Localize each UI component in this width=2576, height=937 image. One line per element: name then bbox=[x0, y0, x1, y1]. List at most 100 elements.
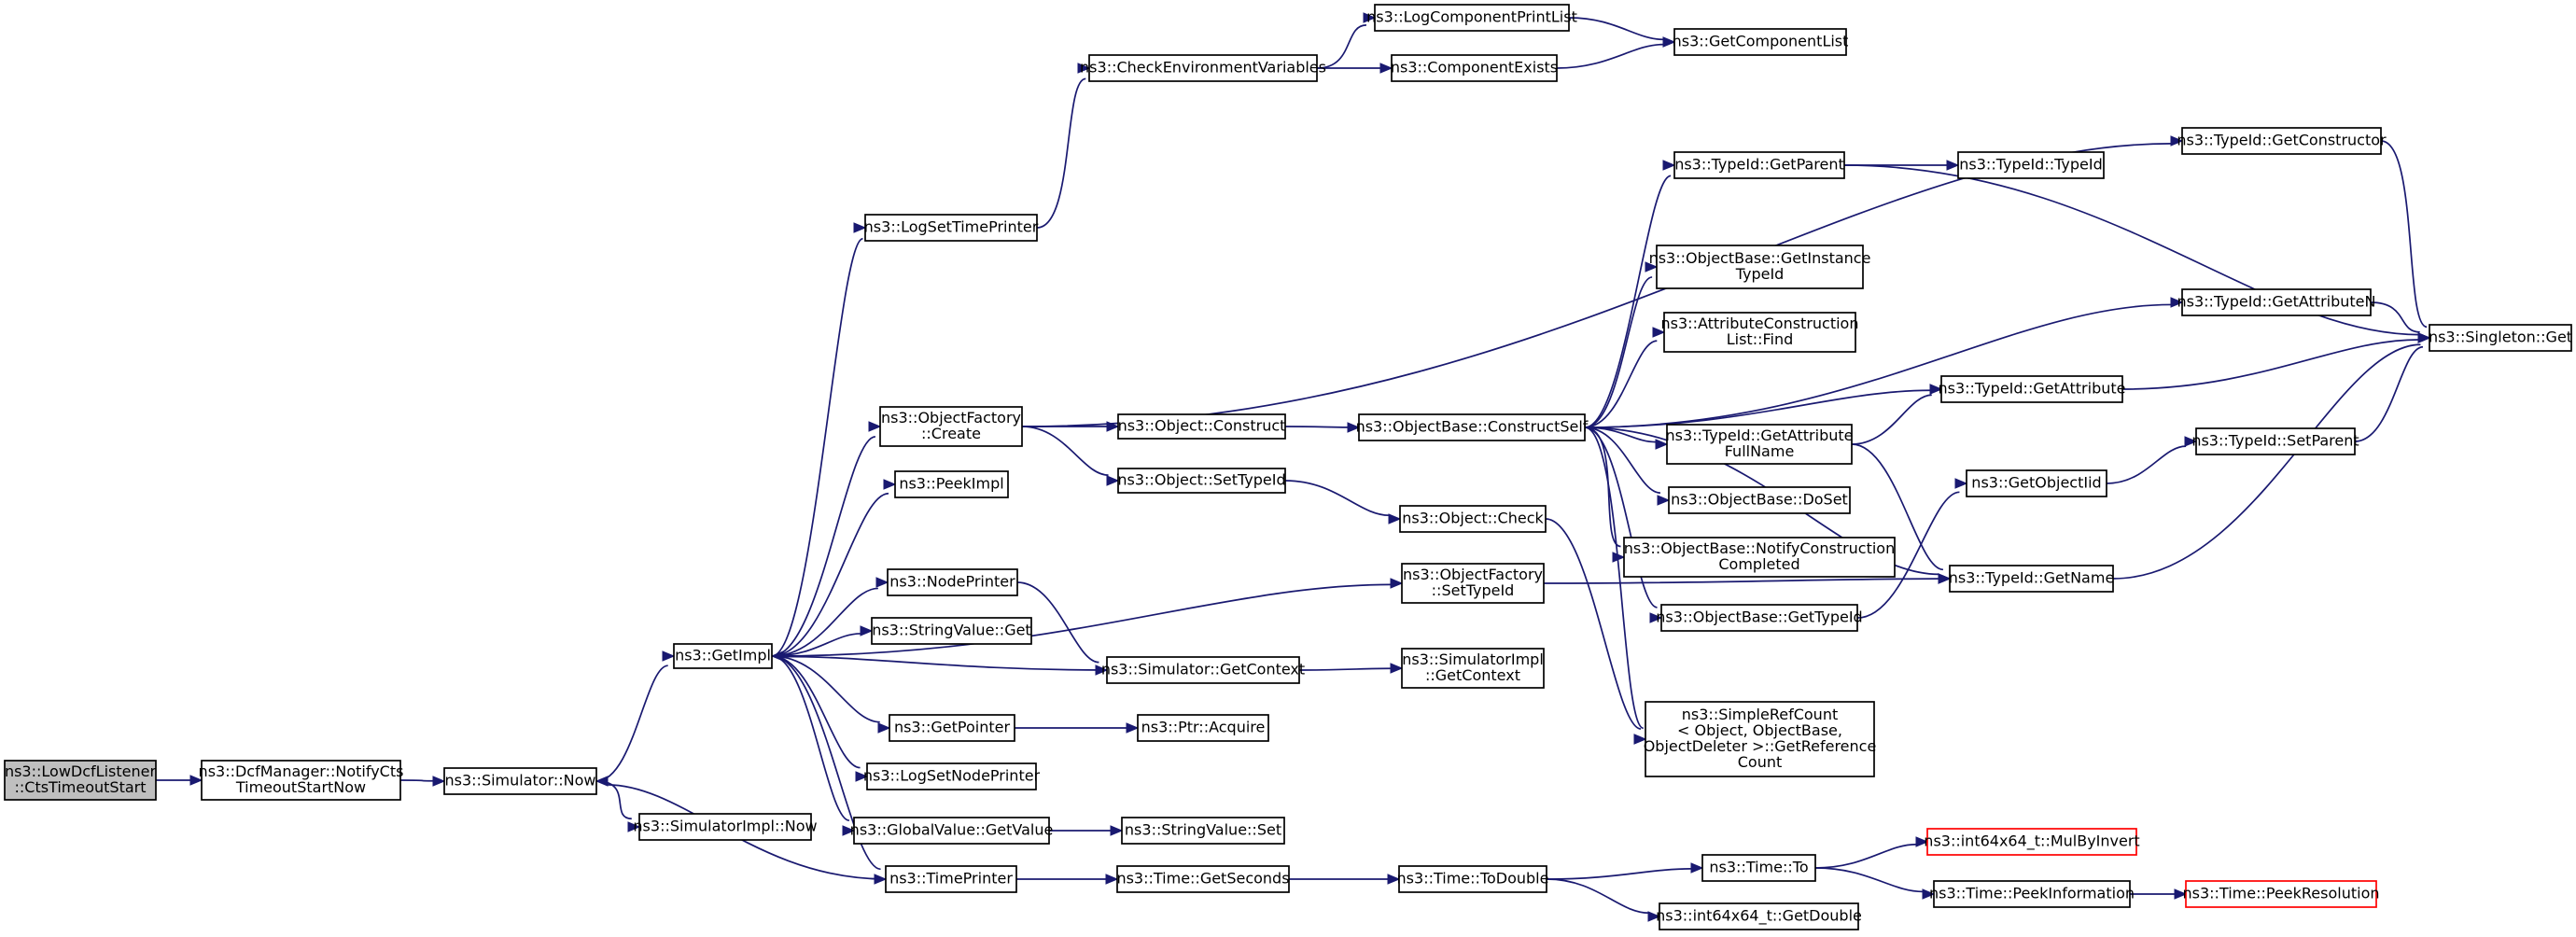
edge-objconstruct-to-objbasecs bbox=[1284, 422, 1361, 433]
node-box bbox=[885, 865, 1017, 893]
node-simplerefcount[interactable]: ns3::SimpleRefCount< Object, ObjectBase,… bbox=[1644, 701, 1877, 777]
node-dcf[interactable]: ns3::DcfManager::NotifyCtsTimeoutStartNo… bbox=[199, 760, 404, 801]
edge-objbasecs-to-tidgetattr bbox=[1584, 384, 1943, 428]
node-box bbox=[1399, 505, 1547, 533]
node-label: ns3::ObjectFactory bbox=[881, 409, 1021, 427]
node-label: ns3::LowDcfListener bbox=[5, 762, 156, 780]
node-tidgetattrn[interactable]: ns3::TypeId::GetAttributeN bbox=[2177, 288, 2376, 316]
node-box bbox=[1666, 424, 1853, 465]
node-int64getdouble[interactable]: ns3::int64x64_t::GetDouble bbox=[1656, 902, 1862, 930]
node-simimplnow[interactable]: ns3::SimulatorImpl::Now bbox=[633, 813, 818, 841]
node-tidgetctor[interactable]: ns3::TypeId::GetConstructor bbox=[2177, 127, 2387, 155]
node-box bbox=[1117, 468, 1286, 494]
edge-nodeprinter-to-simgetctx bbox=[1016, 581, 1109, 676]
node-timepeekinfo[interactable]: ns3::Time::PeekInformation bbox=[1929, 880, 2135, 908]
edge-getimpl-to-peekimpl bbox=[771, 479, 897, 657]
node-timetodouble[interactable]: ns3::Time::ToDouble bbox=[1397, 865, 1549, 893]
node-logsetnode[interactable]: ns3::LogSetNodePrinter bbox=[863, 762, 1041, 790]
node-label: ns3::NodePrinter bbox=[889, 573, 1015, 591]
edge-compexists-to-getcomplist bbox=[1556, 36, 1676, 69]
node-compexists[interactable]: ns3::ComponentExists bbox=[1391, 54, 1558, 82]
node-objcheck[interactable]: ns3::Object::Check bbox=[1399, 505, 1547, 533]
node-ptracquire[interactable]: ns3::Ptr::Acquire bbox=[1137, 714, 1269, 742]
node-getimpl[interactable]: ns3::GetImpl bbox=[673, 643, 773, 669]
node-label: TimeoutStartNow bbox=[235, 778, 366, 796]
node-label: List::Find bbox=[1727, 330, 1794, 348]
node-getobjectiid[interactable]: ns3::GetObjectIid bbox=[1966, 469, 2107, 497]
node-box bbox=[4, 760, 157, 801]
node-box bbox=[1137, 714, 1269, 742]
node-tidgetattr[interactable]: ns3::TypeId::GetAttribute bbox=[1938, 375, 2126, 403]
node-checkenv[interactable]: ns3::CheckEnvironmentVariables bbox=[1080, 54, 1326, 82]
node-getpointer[interactable]: ns3::GetPointer bbox=[889, 714, 1015, 742]
node-label: ns3::StringValue::Get bbox=[872, 622, 1030, 639]
edge-objbasecs-to-objbasegetinst bbox=[1584, 261, 1659, 428]
node-globalval[interactable]: ns3::GlobalValue::GetValue bbox=[850, 817, 1054, 845]
edge-getimpl-to-nodeprinter bbox=[771, 577, 889, 657]
node-strvalset[interactable]: ns3::StringValue::Set bbox=[1121, 817, 1285, 845]
edge-getimpl-to-objfactcreate bbox=[771, 421, 882, 657]
node-box bbox=[2181, 127, 2382, 155]
node-box bbox=[871, 617, 1032, 645]
node-simimplgetctx[interactable]: ns3::SimulatorImpl::GetContext bbox=[1401, 648, 1545, 689]
node-nodeprinter[interactable]: ns3::NodePrinter bbox=[887, 568, 1018, 596]
node-label: ns3::ObjectBase::NotifyConstruction bbox=[1624, 539, 1895, 557]
node-tidtypeid[interactable]: ns3::TypeId::TypeId bbox=[1957, 151, 2105, 179]
node-box bbox=[1623, 537, 1896, 578]
node-tidsetparent[interactable]: ns3::TypeId::SetParent bbox=[2191, 427, 2359, 455]
node-tidgetparent[interactable]: ns3::TypeId::GetParent bbox=[1673, 151, 1845, 179]
node-box bbox=[2185, 880, 2377, 908]
edge-objbasegettid-to-getobjectiid bbox=[1856, 478, 1968, 619]
node-cts[interactable]: ns3::LowDcfListener::CtsTimeoutStart bbox=[4, 760, 157, 801]
node-int64mulbyinv[interactable]: ns3::int64x64_t::MulByInvert bbox=[1924, 828, 2140, 856]
node-objfactcreate[interactable]: ns3::ObjectFactory::Create bbox=[879, 406, 1023, 447]
node-logsettime[interactable]: ns3::LogSetTimePrinter bbox=[864, 214, 1039, 242]
node-label: ns3::ObjectFactory bbox=[1403, 566, 1543, 583]
node-objsettypeid[interactable]: ns3::Object::SetTypeId bbox=[1117, 468, 1286, 494]
node-timegetsec[interactable]: ns3::Time::GetSeconds bbox=[1116, 865, 1290, 893]
node-objbasedoset[interactable]: ns3::ObjectBase::DoSet bbox=[1668, 486, 1851, 514]
edge-timeto-to-int64mulbyinv bbox=[1814, 836, 1929, 869]
node-box bbox=[1117, 413, 1286, 440]
node-timeprinter[interactable]: ns3::TimePrinter bbox=[885, 865, 1017, 893]
node-simgetctx[interactable]: ns3::Simulator::GetContext bbox=[1101, 656, 1305, 684]
node-label: ns3::TypeId::TypeId bbox=[1959, 156, 2102, 174]
node-singletonget[interactable]: ns3::Singleton::Get bbox=[2429, 324, 2572, 352]
node-label: TypeId bbox=[1735, 265, 1785, 283]
edge-timetodouble-to-timeto bbox=[1546, 862, 1704, 880]
node-timepeekres[interactable]: ns3::Time::PeekResolution bbox=[2182, 880, 2380, 908]
edge-timetodouble-to-int64getdouble bbox=[1546, 878, 1661, 922]
node-getcomplist[interactable]: ns3::GetComponentList bbox=[1673, 28, 1849, 56]
node-box bbox=[889, 714, 1015, 742]
node-objbasenotify[interactable]: ns3::ObjectBase::NotifyConstructionCompl… bbox=[1623, 537, 1896, 578]
node-simnow[interactable]: ns3::Simulator::Now bbox=[443, 767, 597, 795]
edge-tidsetparent-to-singletonget bbox=[2354, 332, 2431, 442]
node-box bbox=[853, 817, 1050, 845]
node-label: ns3::GetObjectIid bbox=[1971, 474, 2101, 492]
node-box bbox=[1391, 54, 1558, 82]
node-objbasegettid[interactable]: ns3::ObjectBase::GetTypeId bbox=[1656, 604, 1863, 632]
edge-getobjectiid-to-tidsetparent bbox=[2106, 436, 2198, 484]
node-label: ns3::SimulatorImpl::Now bbox=[633, 818, 817, 835]
node-label: ns3::TypeId::GetAttributeN bbox=[2177, 293, 2376, 311]
edge-timeprinter-to-timegetsec bbox=[1016, 874, 1119, 885]
node-objfactsettid[interactable]: ns3::ObjectFactory::SetTypeId bbox=[1401, 563, 1545, 604]
node-strvalget[interactable]: ns3::StringValue::Get bbox=[871, 617, 1032, 645]
node-tidgetname[interactable]: ns3::TypeId::GetName bbox=[1949, 565, 2115, 593]
node-label: ns3::Ptr::Acquire bbox=[1141, 719, 1266, 736]
node-objconstruct[interactable]: ns3::Object::Construct bbox=[1117, 413, 1286, 440]
node-timeto[interactable]: ns3::Time::To bbox=[1701, 854, 1816, 882]
node-label: ns3::int64x64_t::GetDouble bbox=[1656, 907, 1862, 926]
node-label: ns3::ComponentExists bbox=[1391, 59, 1558, 77]
node-objbasecs[interactable]: ns3::ObjectBase::ConstructSelf bbox=[1356, 413, 1589, 441]
node-label: ns3::TypeId::GetAttribute bbox=[1665, 427, 1853, 444]
node-box bbox=[1645, 701, 1875, 777]
edge-globalval-to-strvalset bbox=[1049, 825, 1124, 836]
node-box bbox=[638, 813, 812, 841]
node-peekimpl[interactable]: ns3::PeekImpl bbox=[894, 470, 1009, 498]
node-logcompprint[interactable]: ns3::LogComponentPrintList bbox=[1366, 4, 1577, 32]
